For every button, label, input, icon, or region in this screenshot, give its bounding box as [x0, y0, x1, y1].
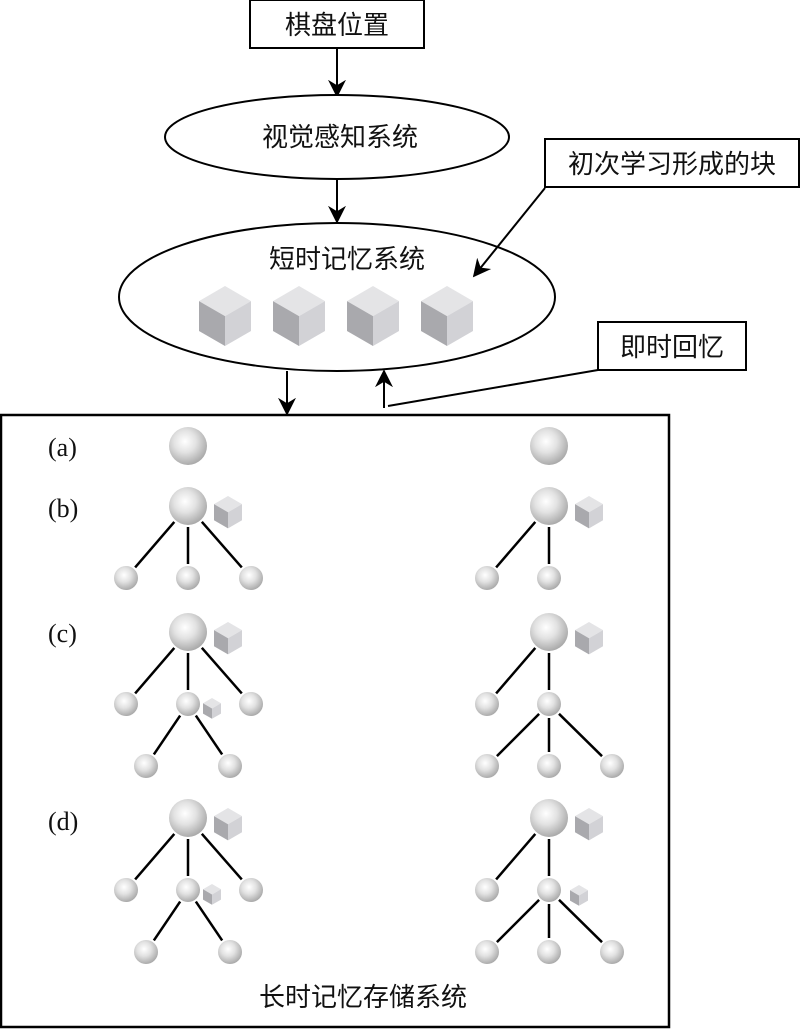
chunk-cube-icon — [214, 496, 242, 529]
tree-edge — [558, 898, 603, 944]
tree-edge — [194, 900, 224, 942]
root-node-sphere-icon — [169, 487, 207, 525]
tree-edge — [200, 520, 243, 569]
grandchild-node-sphere-icon — [600, 754, 624, 778]
tree-b-left — [114, 487, 263, 590]
short-term-chunk-cube-icon — [199, 286, 251, 347]
chunk-cube-icon — [575, 808, 603, 841]
child-node-sphere-icon — [239, 878, 263, 902]
child-node-sphere-icon — [176, 878, 200, 902]
small-chunk-cube-icon — [570, 885, 588, 906]
child-node-sphere-icon — [475, 878, 499, 902]
tree-d-right — [475, 799, 624, 964]
grandchild-node-sphere-icon — [218, 940, 242, 964]
tree-edge — [496, 713, 540, 757]
tree-edge — [134, 833, 176, 881]
arrow-callout-to-chunk — [472, 187, 546, 278]
chunk-cube-icon — [575, 622, 603, 655]
root-node-sphere-icon — [530, 427, 568, 465]
child-node-sphere-icon — [239, 692, 263, 716]
short-term-memory-label: 短时记忆系统 — [269, 245, 425, 275]
long-term-memory-system: 长时记忆存储系统 — [0, 413, 671, 1029]
grandchild-node-sphere-icon — [134, 754, 158, 778]
child-node-sphere-icon — [239, 566, 263, 590]
tree-edge — [134, 521, 176, 569]
short-term-chunk-cube-icon — [273, 286, 325, 347]
grandchild-node-sphere-icon — [475, 940, 499, 964]
child-node-sphere-icon — [114, 878, 138, 902]
root-node-sphere-icon — [530, 487, 568, 525]
tree-edge — [152, 900, 182, 942]
visual-perception-system: 视觉感知系统 — [164, 94, 510, 180]
short-term-memory-system: 短时记忆系统 — [118, 222, 556, 372]
tree-c-right — [475, 613, 624, 778]
tree-c-left — [114, 613, 263, 778]
stage-label-d: (d) — [48, 807, 78, 836]
tree-edge — [558, 712, 603, 758]
chunk-cube-icon — [575, 496, 603, 529]
child-node-sphere-icon — [114, 692, 138, 716]
stage-label-b: (b) — [48, 494, 78, 523]
tree-edge — [194, 714, 224, 756]
grandchild-node-sphere-icon — [475, 754, 499, 778]
root-node-sphere-icon — [169, 799, 207, 837]
chunk-cube-icon — [214, 622, 242, 655]
small-chunk-cube-icon — [203, 884, 221, 905]
long-term-memory-label: 长时记忆存储系统 — [259, 983, 467, 1013]
root-node-sphere-icon — [530, 799, 568, 837]
grandchild-node-sphere-icon — [537, 754, 561, 778]
stage-label-c: (c) — [48, 619, 77, 648]
tree-edge — [495, 833, 537, 881]
child-node-sphere-icon — [475, 692, 499, 716]
visual-perception-label: 视觉感知系统 — [262, 123, 418, 153]
child-node-sphere-icon — [176, 692, 200, 716]
short-term-chunk-cube-icon — [347, 286, 399, 347]
child-node-sphere-icon — [537, 566, 561, 590]
immediate-recall-callout: 即时回忆 — [597, 321, 747, 371]
grandchild-node-sphere-icon — [537, 940, 561, 964]
grandchild-node-sphere-icon — [134, 940, 158, 964]
stage-label-a: (a) — [48, 433, 77, 462]
child-node-sphere-icon — [176, 566, 200, 590]
tree-b-right — [475, 487, 603, 590]
tree-d-left — [114, 799, 263, 964]
short-term-chunks — [199, 286, 473, 347]
memory-trees — [114, 427, 624, 964]
root-node-sphere-icon — [169, 613, 207, 651]
small-chunk-cube-icon — [203, 698, 221, 719]
first-learning-chunk-callout: 初次学习形成的块 — [544, 138, 800, 188]
tree-edge — [495, 521, 537, 569]
root-node-sphere-icon — [530, 613, 568, 651]
tree-edge — [200, 646, 243, 695]
grandchild-node-sphere-icon — [218, 754, 242, 778]
short-term-chunk-cube-icon — [421, 286, 473, 347]
recall-leader-line — [387, 369, 599, 407]
child-node-sphere-icon — [537, 692, 561, 716]
tree-edge — [496, 899, 540, 943]
child-node-sphere-icon — [475, 566, 499, 590]
chess-position-box: 棋盘位置 — [249, 0, 425, 49]
tree-edge — [495, 647, 537, 695]
root-node-sphere-icon — [169, 427, 207, 465]
child-node-sphere-icon — [114, 566, 138, 590]
child-node-sphere-icon — [537, 878, 561, 902]
tree-edge — [152, 714, 182, 756]
chunk-cube-icon — [214, 808, 242, 841]
tree-a-left — [169, 427, 207, 465]
first-learning-chunk-label: 初次学习形成的块 — [568, 150, 776, 180]
tree-edge — [134, 647, 176, 695]
chess-position-label: 棋盘位置 — [285, 11, 389, 41]
grandchild-node-sphere-icon — [600, 940, 624, 964]
tree-a-right — [530, 427, 568, 465]
tree-edge — [200, 832, 243, 881]
immediate-recall-label: 即时回忆 — [620, 333, 724, 363]
